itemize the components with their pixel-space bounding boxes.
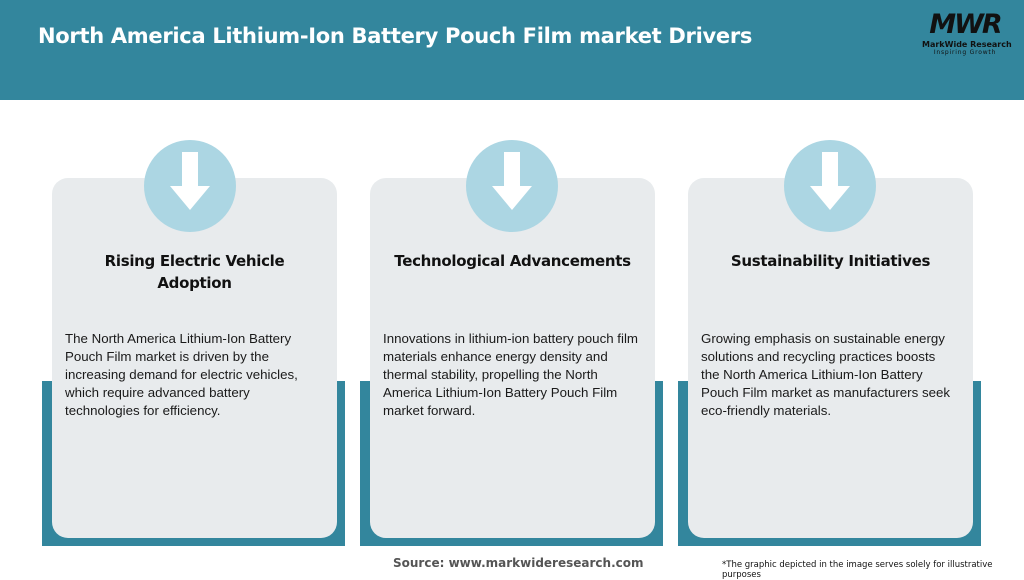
card-title: Sustainability Initiatives: [730, 252, 931, 270]
down-arrow-icon: [170, 152, 210, 210]
logo-tagline: Inspiring Growth: [933, 49, 997, 56]
icon-circle: [784, 140, 876, 232]
card-title: Rising Electric Vehicle Adoption: [104, 252, 285, 292]
header-banner: North America Lithium-Ion Battery Pouch …: [0, 0, 1024, 100]
source-credit: Source: www.markwideresearch.com: [393, 556, 644, 570]
down-arrow-icon: [810, 152, 850, 210]
card-text: Growing emphasis on sustainable energy s…: [701, 331, 951, 418]
disclaimer: *The graphic depicted in the image serve…: [722, 560, 993, 580]
card-text: Innovations in lithium-ion battery pouch…: [383, 331, 638, 418]
driver-card: Technological Advancements Innovations i…: [370, 178, 655, 538]
logo-mark: MWR: [929, 9, 1002, 40]
down-arrow-icon: [492, 152, 532, 210]
logo-name: MarkWide Research: [922, 40, 1012, 49]
driver-card: Sustainability Initiatives Growing empha…: [688, 178, 973, 538]
icon-circle: [466, 140, 558, 232]
card-text: The North America Lithium-Ion Battery Po…: [65, 331, 298, 418]
logo: MWR MarkWide Research Inspiring Growth: [922, 9, 1012, 60]
card-title: Technological Advancements: [394, 252, 631, 270]
page-title: North America Lithium-Ion Battery Pouch …: [38, 24, 753, 48]
driver-card: Rising Electric Vehicle Adoption The Nor…: [52, 178, 337, 538]
icon-circle: [144, 140, 236, 232]
